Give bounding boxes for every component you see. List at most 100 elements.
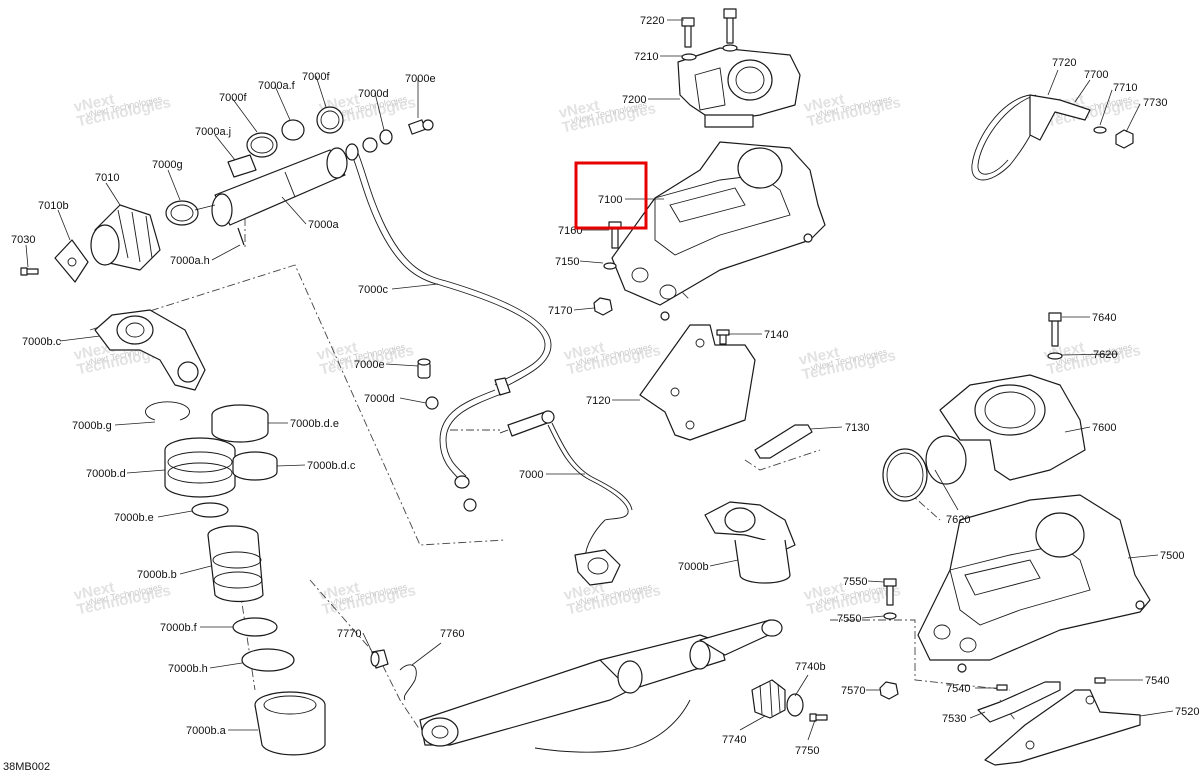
callout-labels: 7220 7210 7200 7100 7160 7150 7170 7140 … (11, 15, 1199, 757)
part-7600-clamp (939, 374, 1086, 481)
label-7000b-d-c: 7000b.d.c (307, 460, 356, 472)
part-7000b-d-c-ring (232, 451, 278, 481)
part-7120-bracket (639, 324, 756, 441)
part-7530-bracket (977, 681, 1061, 723)
part-7000b-b-sleeve (207, 525, 264, 603)
label-7760: 7760 (440, 628, 464, 640)
label-7550: 7550 (837, 613, 861, 625)
part-7730-nut (1115, 129, 1134, 149)
label-7000b: 7000b (678, 561, 709, 573)
part-7540-screws (996, 677, 1106, 691)
label-7000b-d-e: 7000b.d.e (290, 418, 339, 430)
part-7000b-e-washer (191, 502, 229, 518)
label-7000a: 7000a (308, 219, 339, 231)
part-7620-orings (882, 435, 967, 502)
part-7000f-cap-ring (316, 106, 344, 134)
label-7740: 7740 (722, 734, 746, 746)
label-7000b-h: 7000b.h (168, 663, 208, 675)
label-7010: 7010 (95, 172, 119, 184)
part-7000b-assembled (704, 501, 796, 584)
label-7700: 7700 (1084, 69, 1108, 81)
part-7010-knob (90, 204, 161, 271)
label-7000f-left: 7000f (219, 92, 247, 104)
part-7000b-f-ring (232, 617, 278, 637)
part-7000b-d-e-ring (211, 404, 269, 443)
label-7000f-right: 7000f (302, 71, 330, 83)
label-7010b: 7010b (38, 200, 69, 212)
diagram-code: 38MB002 (3, 761, 50, 773)
label-7720: 7720 (1052, 57, 1076, 69)
label-7000b-d: 7000b.d (86, 468, 126, 480)
label-7000b-f: 7000b.f (160, 622, 198, 634)
label-7770: 7770 (337, 628, 361, 640)
label-7000g: 7000g (152, 159, 183, 171)
label-7540-right: 7540 (1145, 675, 1169, 687)
part-7000c-hose (345, 137, 552, 489)
part-7000b-d-piston (164, 437, 236, 498)
label-7120: 7120 (586, 395, 610, 407)
leader-lines (25, 19, 1174, 741)
part-7000a-cylinder (194, 147, 348, 227)
label-7150: 7150 (555, 256, 579, 268)
part-7140-screw (716, 329, 730, 345)
label-7000b-a: 7000b.a (186, 725, 227, 737)
label-7550-top: 7550 (843, 576, 867, 588)
label-7000d-top: 7000d (358, 88, 389, 100)
part-7000d-washer (425, 396, 477, 512)
part-7210-washers (681, 44, 738, 61)
label-7000b-e: 7000b.e (114, 512, 154, 524)
part-7160-bolt (608, 221, 622, 249)
part-7000f-ring (246, 132, 278, 158)
part-7030-screw (20, 267, 39, 276)
part-7130-bracket (754, 424, 813, 459)
part-7740b-plate (786, 693, 804, 717)
part-7750-screw (809, 713, 828, 722)
label-7740b: 7740b (795, 661, 826, 673)
part-7000e-valve-top (408, 119, 434, 135)
label-7540: 7540 (946, 683, 970, 695)
part-7550-washer (883, 612, 897, 620)
label-7600: 7600 (1092, 422, 1116, 434)
part-7000b-g-clip (145, 401, 190, 421)
label-7000: 7000 (519, 469, 543, 481)
label-7750: 7750 (795, 745, 819, 757)
label-7170: 7170 (548, 305, 572, 317)
part-7200-bracket (677, 47, 801, 128)
highlight-box (574, 161, 648, 230)
part-7000b-h-ring (241, 648, 295, 672)
label-7030: 7030 (11, 234, 35, 246)
part-7010b-plate (54, 239, 89, 283)
part-7640-bolt (1048, 312, 1062, 347)
label-7570: 7570 (841, 685, 865, 697)
label-7000e-top: 7000e (405, 73, 436, 85)
part-7100-block (611, 141, 826, 321)
label-7000c: 7000c (358, 284, 388, 296)
part-7170-nut (593, 297, 613, 316)
part-7000a-h-pin (237, 227, 245, 246)
part-7000a-f-ring (281, 119, 305, 141)
part-7710-washer (1093, 126, 1107, 134)
part-7570-nut (879, 681, 899, 700)
label-7620: 7620 (946, 514, 970, 526)
label-7000a-f: 7000a.f (258, 80, 296, 92)
label-7000e: 7000e (354, 359, 385, 371)
label-7210: 7210 (634, 51, 658, 63)
part-7000b-a-cup (254, 691, 326, 756)
label-7000a-j: 7000a.j (195, 126, 231, 138)
label-7140: 7140 (764, 329, 788, 341)
label-7640: 7640 (1092, 312, 1116, 324)
label-7530: 7530 (942, 713, 966, 725)
part-7000e-valve (417, 358, 431, 379)
part-7740-knob (751, 679, 786, 719)
part-7150-washer (603, 262, 617, 270)
label-7000d: 7000d (364, 393, 395, 405)
part-7700-cable-bracket (971, 94, 1091, 181)
label-7000b-b: 7000b.b (137, 569, 177, 581)
part-7000d-washer-top (379, 129, 393, 145)
part-7000g-ring (165, 200, 199, 226)
